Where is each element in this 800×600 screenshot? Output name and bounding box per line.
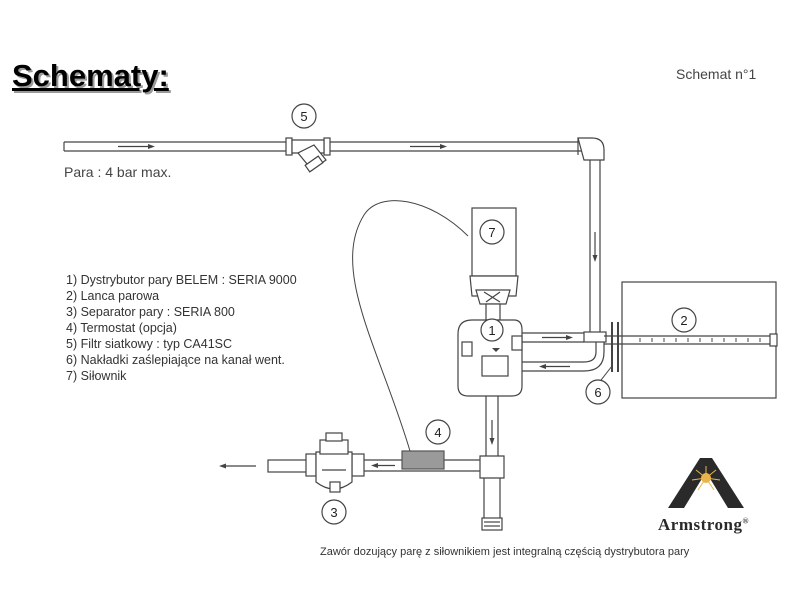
callout-circle [585, 379, 611, 405]
legend-item: 3) Separator pary : SERIA 800 [66, 305, 235, 319]
armstrong-logo: Armstrong® [658, 515, 749, 535]
pipe-elbow [577, 137, 605, 161]
logo-name: Armstrong [658, 515, 743, 534]
strainer-component [285, 137, 331, 173]
steam-lance [604, 333, 778, 347]
callout-circle [480, 318, 504, 342]
steam-distributor-body [457, 319, 523, 397]
steam-separator-component [219, 432, 365, 493]
legend-item: 1) Dystrybutor pary BELEM : SERIA 9000 [66, 273, 297, 287]
callout-number: 6 [594, 385, 601, 400]
scheme-number-label: Schemat n°1 [676, 66, 757, 82]
callout-circle [291, 103, 317, 129]
distributor-supply-pipe [520, 331, 607, 372]
thermostat-capillary [352, 200, 469, 452]
legend-item: 7) Siłownik [66, 369, 127, 383]
diagram-caption: Zawór dozujący parę z siłownikiem jest i… [320, 546, 690, 558]
callout-number: 7 [488, 225, 495, 240]
air-duct [611, 281, 777, 399]
component-legend: 1) Dystrybutor pary BELEM : SERIA 9000 2… [66, 272, 297, 384]
logo-trademark: ® [742, 516, 749, 526]
condensate-pipe [364, 396, 505, 531]
vertical-steam-pipe [589, 160, 601, 332]
callout-circle [321, 499, 347, 525]
callout-number: 1 [488, 323, 495, 338]
callout-circle [671, 307, 697, 333]
legend-item: 4) Termostat (opcja) [66, 321, 177, 335]
callout-circle [479, 219, 505, 245]
callout-number: 4 [434, 425, 441, 440]
legend-item: 2) Lanca parowa [66, 289, 160, 303]
callout-number: 3 [330, 505, 337, 520]
thermostat-component [401, 450, 445, 470]
callout-circle [425, 419, 451, 445]
steam-pressure-label: Para : 4 bar max. [64, 164, 172, 180]
callout-number: 5 [300, 109, 307, 124]
legend-item: 6) Nakładki zaślepiające na kanał went. [66, 353, 285, 367]
callout-number: 2 [680, 313, 687, 328]
steam-main-pipe [63, 141, 584, 152]
legend-item: 5) Filtr siatkowy : typ CA41SC [66, 337, 233, 351]
page-title: Schematy: [12, 58, 169, 93]
flow-arrow [118, 144, 447, 149]
armstrong-logo-icon [668, 458, 744, 508]
